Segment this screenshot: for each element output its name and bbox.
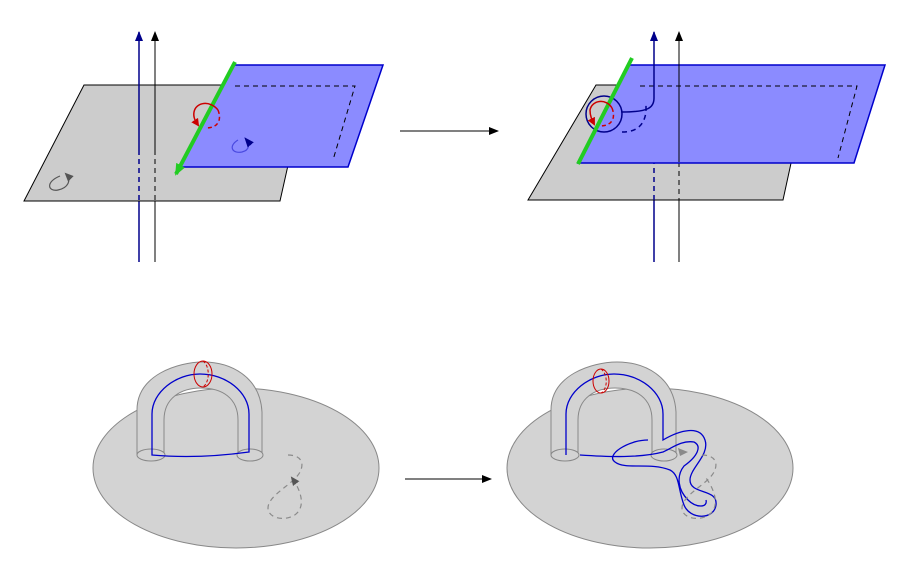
blue-plane — [178, 64, 385, 168]
dashed-path — [681, 454, 717, 519]
blue-rotation-arrow — [231, 137, 254, 153]
panel-planes-after — [527, 31, 887, 262]
blue-tube-upper — [621, 97, 655, 113]
red-rotation-dashed — [599, 107, 615, 127]
blue-loop — [151, 373, 250, 458]
handle-foot-right — [236, 448, 264, 462]
blue-band-outer — [565, 373, 717, 517]
blue-band-inner — [579, 441, 707, 507]
panel-handle-after — [506, 361, 794, 549]
blue-plane-hidden-edge — [235, 85, 356, 161]
blue-plane-hidden-edge — [640, 85, 858, 159]
surface-disk — [92, 387, 380, 549]
panel-handle-before — [92, 360, 380, 549]
red-rotation-solid — [587, 100, 613, 126]
handle-foot-right — [650, 448, 678, 462]
handle-foot-left — [550, 448, 580, 462]
gray-arrow-head — [678, 448, 688, 456]
green-axis-line — [174, 61, 237, 176]
red-meridian-dashed — [600, 368, 607, 394]
dashed-path — [267, 454, 303, 519]
green-axis-line — [576, 57, 634, 165]
red-rotation-solid — [191, 102, 219, 127]
blue-plane — [576, 64, 887, 164]
handle-foot-left — [136, 448, 166, 462]
surface-disk — [506, 387, 794, 549]
panel-planes-before — [23, 31, 385, 262]
gray-rotation-arrow — [49, 172, 74, 191]
red-meridian-dashed — [202, 360, 209, 388]
blue-tube-dashed-inner — [621, 104, 647, 133]
blue-tube-circle — [585, 95, 623, 133]
red-rotation-dashed — [205, 109, 221, 129]
